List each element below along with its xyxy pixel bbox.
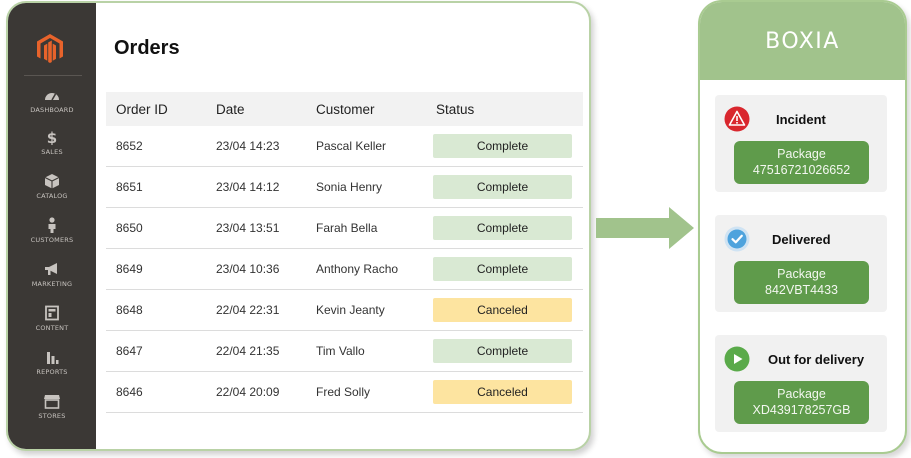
admin-sidebar: DASHBOARD $ SALES CATALOG CUSTOMERS: [8, 3, 96, 449]
sidebar-item-content[interactable]: CONTENT: [8, 305, 96, 345]
order-customer: Kevin Jeanty: [316, 303, 385, 317]
megaphone-icon: [45, 263, 57, 275]
status-badge: Complete: [433, 134, 572, 158]
shipment-status: Delivered: [772, 232, 831, 247]
shipment-status: Out for delivery: [768, 352, 865, 367]
package-label: Package: [777, 387, 826, 401]
sidebar-item-stores[interactable]: STORES: [8, 393, 96, 433]
sidebar-item-customers[interactable]: CUSTOMERS: [8, 217, 96, 257]
package-label: Package: [777, 267, 826, 281]
package-button[interactable]: Package 47516721026652: [734, 141, 869, 184]
package-label: Package: [777, 147, 826, 161]
panel-header: BOXIA: [700, 2, 905, 80]
sidebar-item-label: MARKETING: [31, 280, 73, 288]
table-row[interactable]: 8647 22/04 21:35 Tim Vallo Complete: [106, 331, 583, 372]
table-row[interactable]: 8650 23/04 13:51 Farah Bella Complete: [106, 208, 583, 249]
package-number: XD439178257GB: [752, 403, 851, 417]
sidebar-item-label: DASHBOARD: [30, 106, 74, 114]
order-date: 22/04 22:31: [216, 303, 280, 317]
status-badge: Canceled: [433, 380, 572, 404]
dollar-icon: $: [47, 129, 57, 145]
table-header: Order ID Date Customer Status: [106, 92, 583, 126]
table-row[interactable]: 8648 22/04 22:31 Kevin Jeanty Canceled: [106, 290, 583, 331]
check-circle-icon: [724, 226, 750, 252]
order-date: 22/04 21:35: [216, 344, 280, 358]
status-badge: Canceled: [433, 298, 572, 322]
box-icon: [44, 174, 60, 189]
order-id: 8649: [116, 262, 143, 276]
table-row[interactable]: 8649 23/04 10:36 Anthony Racho Complete: [106, 249, 583, 290]
tracking-panel: BOXIA Incident Package 47516721026652 De…: [698, 0, 907, 454]
shipment-card-out-for-delivery[interactable]: Out for delivery Package XD439178257GB: [715, 335, 887, 432]
order-customer: Farah Bella: [316, 221, 378, 235]
status-badge: Complete: [433, 216, 572, 240]
package-button[interactable]: Package XD439178257GB: [734, 381, 869, 424]
sidebar-item-dashboard[interactable]: DASHBOARD: [8, 87, 96, 127]
sidebar-item-label: SALES: [41, 148, 63, 156]
package-number: 47516721026652: [752, 163, 851, 177]
flow-arrow-icon: [596, 207, 694, 249]
order-id: 8647: [116, 344, 143, 358]
order-id: 8651: [116, 180, 143, 194]
sidebar-item-label: CUSTOMERS: [30, 236, 74, 244]
status-badge: Complete: [433, 257, 572, 281]
magento-logo-icon: [37, 34, 63, 63]
sidebar-item-label: REPORTS: [36, 368, 68, 376]
order-id: 8650: [116, 221, 143, 235]
table-row[interactable]: 8651 23/04 14:12 Sonia Henry Complete: [106, 167, 583, 208]
admin-window: DASHBOARD $ SALES CATALOG CUSTOMERS: [6, 1, 591, 451]
order-customer: Anthony Racho: [316, 262, 399, 276]
shipment-card-incident[interactable]: Incident Package 47516721026652: [715, 95, 887, 192]
shipment-status: Incident: [776, 112, 826, 127]
person-icon: [48, 217, 56, 233]
order-customer: Fred Solly: [316, 385, 371, 399]
package-button[interactable]: Package 842VBT4433: [734, 261, 869, 304]
play-circle-icon: [724, 346, 750, 372]
bar-chart-icon: [47, 352, 59, 364]
sidebar-item-label: STORES: [38, 412, 66, 420]
page-title: Orders: [114, 37, 180, 59]
order-date: 23/04 13:51: [216, 221, 280, 235]
sidebar-item-sales[interactable]: $ SALES: [8, 129, 96, 169]
sidebar-item-marketing[interactable]: MARKETING: [8, 261, 96, 301]
status-badge: Complete: [433, 339, 572, 363]
brand-logo: BOXIA: [765, 29, 840, 54]
order-date: 23/04 14:23: [216, 139, 280, 153]
order-customer: Sonia Henry: [316, 180, 383, 194]
package-number: 842VBT4433: [765, 283, 838, 297]
column-header-order-id[interactable]: Order ID: [116, 102, 168, 117]
table-row[interactable]: 8652 23/04 14:23 Pascal Keller Complete: [106, 126, 583, 167]
dashboard-icon: [45, 93, 59, 101]
column-header-date[interactable]: Date: [216, 102, 245, 117]
order-date: 22/04 20:09: [216, 385, 280, 399]
status-badge: Complete: [433, 175, 572, 199]
layout-icon: [45, 305, 59, 321]
order-customer: Pascal Keller: [316, 139, 387, 153]
sidebar-item-label: CONTENT: [35, 324, 69, 332]
sidebar-divider: [24, 75, 82, 76]
order-date: 23/04 14:12: [216, 180, 280, 194]
sidebar-item-catalog[interactable]: CATALOG: [8, 173, 96, 213]
table-row[interactable]: 8646 22/04 20:09 Fred Solly Canceled: [106, 372, 583, 413]
sidebar-item-reports[interactable]: REPORTS: [8, 349, 96, 389]
warning-icon: [724, 106, 750, 132]
order-id: 8652: [116, 139, 143, 153]
order-customer: Tim Vallo: [316, 344, 365, 358]
order-id: 8648: [116, 303, 143, 317]
column-header-customer[interactable]: Customer: [316, 102, 375, 117]
orders-table: Order ID Date Customer Status 8652 23/04…: [106, 92, 583, 413]
sidebar-item-label: CATALOG: [36, 192, 68, 200]
column-header-status[interactable]: Status: [436, 102, 475, 117]
order-id: 8646: [116, 385, 143, 399]
storefront-icon: [44, 395, 60, 409]
order-date: 23/04 10:36: [216, 262, 280, 276]
svg-text:$: $: [47, 129, 57, 145]
shipment-card-delivered[interactable]: Delivered Package 842VBT4433: [715, 215, 887, 312]
